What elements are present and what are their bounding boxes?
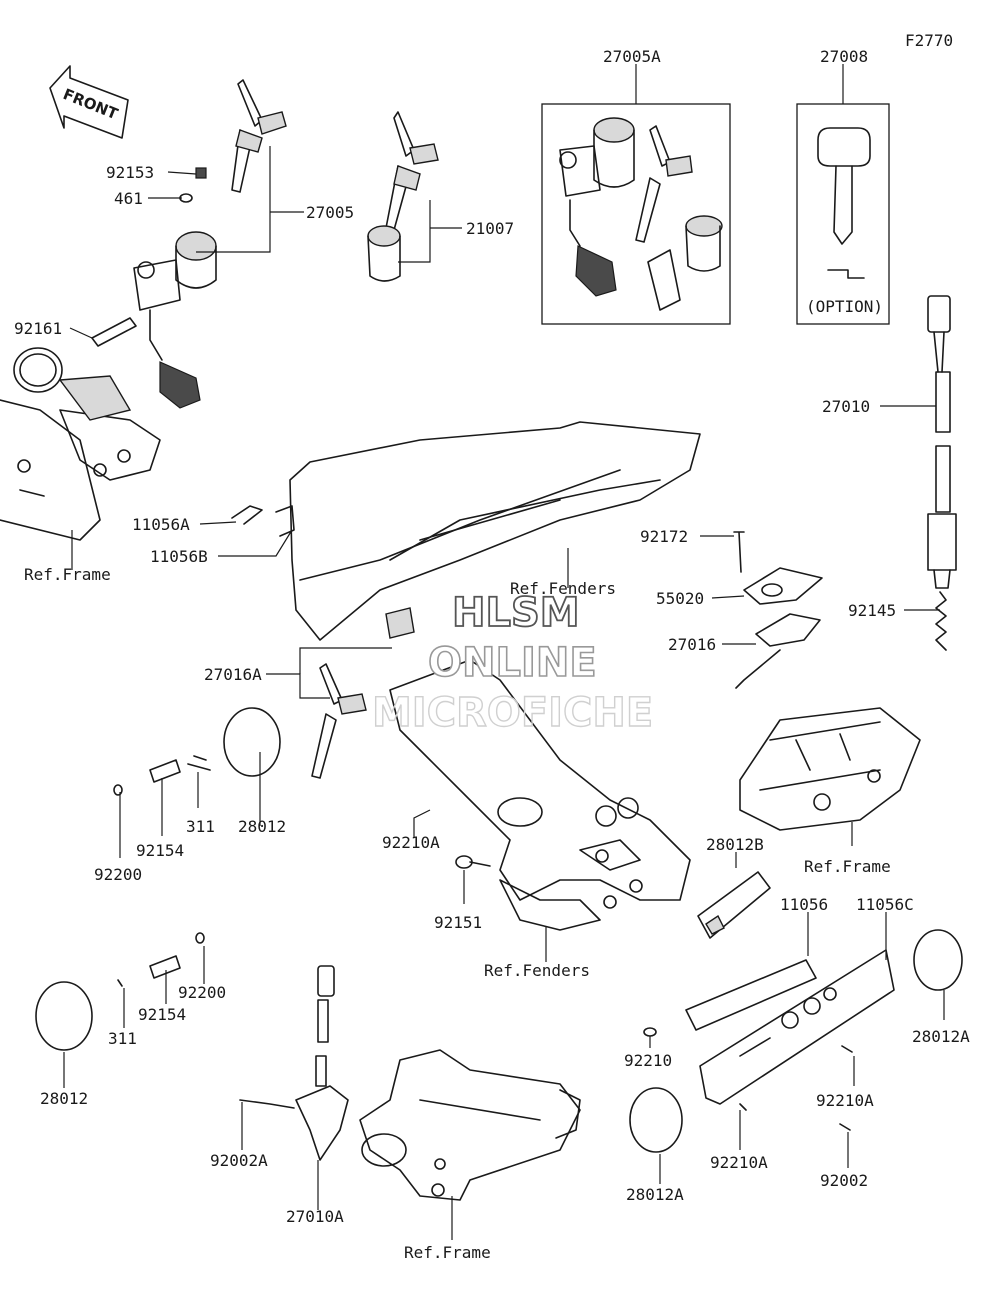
leader-lines	[63, 64, 945, 1240]
ref-frame-bottom: Ref.Frame	[404, 1243, 491, 1262]
callout-28012A-right: 28012A	[912, 1027, 970, 1046]
callout-311-lower: 311	[108, 1029, 137, 1048]
sensor-27010A-icon	[239, 965, 349, 1161]
callout-27016: 27016	[668, 635, 716, 654]
screw-92172-icon	[733, 531, 745, 573]
reflector-28012B-icon	[697, 871, 771, 939]
license-bracket-icon	[685, 929, 963, 1105]
watermark-line-3: MICROFICHE	[372, 690, 653, 736]
callout-28012-upper: 28012	[238, 817, 286, 836]
callout-92154-upper: 92154	[136, 841, 184, 860]
callout-311-upper: 311	[186, 817, 215, 836]
watermark-line-1: HLSM	[452, 590, 580, 636]
callout-92002: 92002	[820, 1171, 868, 1190]
callout-27005A: 27005A	[603, 47, 661, 66]
spring-92145-icon	[935, 591, 947, 651]
callout-27010A: 27010A	[286, 1207, 344, 1226]
callout-92200-upper: 92200	[94, 865, 142, 884]
front-arrow-icon: FRONT	[49, 65, 129, 139]
key-blank-27008-icon	[817, 127, 871, 279]
callout-92145: 92145	[848, 601, 896, 620]
ignition-switch-icon	[133, 231, 217, 409]
callout-92210A-center: 92210A	[382, 833, 440, 852]
callout-92210: 92210	[624, 1051, 672, 1070]
rear-fender-upper	[289, 421, 701, 641]
callout-92172: 92172	[640, 527, 688, 546]
sensor-27010-icon	[927, 295, 957, 589]
callout-27016A: 27016A	[204, 665, 262, 684]
option-label: (OPTION)	[806, 297, 883, 316]
clip-11056-icon	[231, 505, 295, 537]
callout-55020: 55020	[656, 589, 704, 608]
reflector-28012-lower-icon	[35, 932, 205, 1051]
callout-27008: 27008	[820, 47, 868, 66]
ref-frame-left: Ref.Frame	[24, 565, 111, 584]
callout-27010: 27010	[822, 397, 870, 416]
frame-section-left	[0, 347, 161, 541]
callout-11056B: 11056B	[150, 547, 208, 566]
callout-11056: 11056	[780, 895, 828, 914]
callout-461: 461	[114, 189, 143, 208]
callout-92210A-right: 92210A	[816, 1091, 874, 1110]
callout-27005: 27005	[306, 203, 354, 222]
key-set-21007-icon	[367, 111, 439, 282]
callout-11056A: 11056A	[132, 515, 190, 534]
callout-92200-lower: 92200	[178, 983, 226, 1002]
callout-92210A-bottom: 92210A	[710, 1153, 768, 1172]
ref-fenders-upper: Ref.Fenders	[510, 579, 616, 598]
option-box-27008	[796, 103, 890, 325]
ref-fenders-lower: Ref.Fenders	[484, 961, 590, 980]
reflector-28012A-icon	[629, 1027, 853, 1153]
bolt-92151-icon	[455, 855, 491, 869]
callout-21007: 21007	[466, 219, 514, 238]
callout-28012B: 28012B	[706, 835, 764, 854]
reflector-28012-upper-icon	[113, 707, 281, 796]
bolt-92153-icon	[195, 167, 207, 179]
callout-92151: 92151	[434, 913, 482, 932]
callout-92161: 92161	[14, 319, 62, 338]
cable-27016-icon	[735, 613, 821, 689]
watermark-line-2: ONLINE	[428, 640, 597, 686]
key-set-icon	[231, 79, 287, 193]
frame-section-right	[739, 707, 921, 831]
pad-92161-icon	[91, 317, 137, 347]
callout-92002A: 92002A	[210, 1151, 268, 1170]
callout-11056C: 11056C	[856, 895, 914, 914]
ref-frame-right: Ref.Frame	[804, 857, 891, 876]
plate-55020-icon	[743, 567, 823, 605]
rear-fender-lower	[389, 659, 691, 931]
callout-92154-lower: 92154	[138, 1005, 186, 1024]
callout-28012-lower: 28012	[40, 1089, 88, 1108]
frame-section-bottom	[359, 1049, 581, 1201]
key-set-27016A-icon	[311, 663, 367, 779]
callout-28012A-bottom: 28012A	[626, 1185, 684, 1204]
ignition-switch-kit-icon	[559, 117, 723, 311]
callout-92153: 92153	[106, 163, 154, 182]
diagram-code: F2770	[905, 31, 953, 50]
